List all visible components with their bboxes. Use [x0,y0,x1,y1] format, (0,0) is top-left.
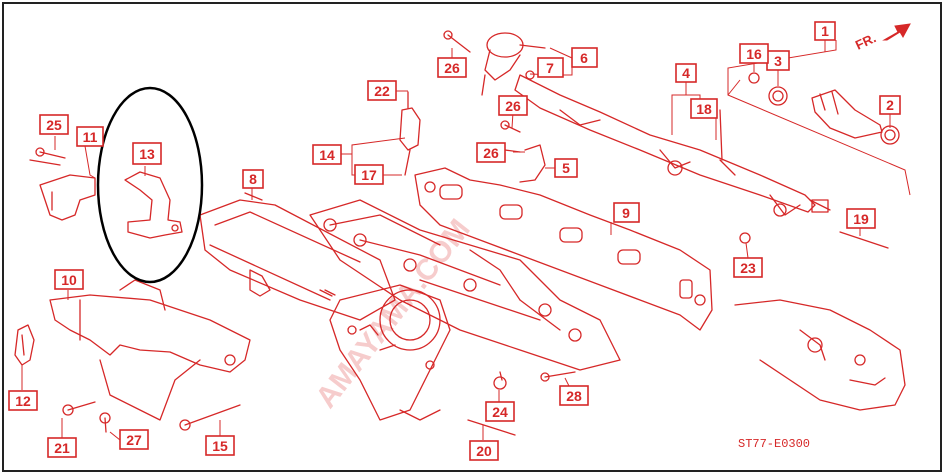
callout-label: 2 [886,97,894,113]
fuel-rail [514,74,831,217]
clip-12 [14,324,35,366]
callout-label: 7 [546,60,554,76]
engine-outline [734,299,906,411]
callout-19[interactable]: 19 [846,208,876,229]
fuel-injector [748,72,900,145]
bracket-13 [124,171,183,239]
intake-manifold [199,199,621,421]
callout-21[interactable]: 21 [47,437,77,458]
callout-label: 1 [821,23,829,39]
arrow-icon [882,23,911,41]
callout-25[interactable]: 25 [39,114,69,135]
callout-9[interactable]: 9 [613,202,640,223]
callout-10[interactable]: 10 [54,269,84,290]
callout-label: 20 [476,443,492,459]
callout-label: 21 [54,440,70,456]
pressure-regulator [481,32,546,96]
callout-24[interactable]: 24 [485,401,515,422]
callout-15[interactable]: 15 [205,435,235,456]
sensor-14 [399,91,421,176]
callout-16[interactable]: 16 [739,43,769,64]
callout-20[interactable]: 20 [469,440,499,461]
diagram-code: ST77-E0300 [738,437,810,451]
highlight-ellipse [96,86,204,284]
callout-label: 5 [562,160,570,176]
callout-label: 4 [682,65,690,81]
callout-11[interactable]: 11 [76,126,104,147]
callout-4[interactable]: 4 [675,63,697,83]
callout-5[interactable]: 5 [554,158,578,178]
callout-22[interactable]: 22 [367,80,397,101]
callout-7[interactable]: 7 [537,57,564,78]
callout-label: 19 [853,211,869,227]
bracket-5 [519,144,546,183]
callout-3[interactable]: 3 [766,50,790,71]
callout-label: 12 [15,393,31,409]
callout-28[interactable]: 28 [559,385,589,406]
callout-label: 28 [566,388,582,404]
bracket-11 [29,159,96,221]
callout-26-bracket-bolt-lower[interactable]: 26 [476,142,506,163]
manifold-gasket [414,167,713,331]
callout-17[interactable]: 17 [354,164,384,185]
callout-label: 8 [249,171,257,187]
callout-label: 26 [483,145,499,161]
callout-2[interactable]: 2 [879,95,901,115]
callout-label: 16 [746,46,762,62]
callout-8[interactable]: 8 [242,169,264,189]
callout-14[interactable]: 14 [312,144,342,165]
callout-label: 27 [126,432,142,448]
callout-label: 6 [580,50,588,66]
callout-26-bracket-bolt-upper[interactable]: 26 [498,95,528,116]
callout-label: 25 [46,117,62,133]
bracket-10 [49,279,251,421]
callout-23[interactable]: 23 [733,257,763,278]
direction-label: FR. [853,30,878,52]
fasteners [35,30,889,436]
callout-6[interactable]: 6 [571,47,598,68]
callout-label: 13 [139,146,155,162]
watermark: AMAYAMA.COM [310,213,477,414]
callout-label: 17 [361,167,377,183]
callout-label: 18 [696,101,712,117]
callout-label: 22 [374,83,390,99]
callout-26-regulator-bolt[interactable]: 26 [437,57,467,78]
callout-label: 10 [61,272,77,288]
callout-label: 11 [83,129,98,145]
callout-label: 24 [492,404,508,420]
callout-label: 9 [622,205,630,221]
callout-label: 26 [444,60,460,76]
callout-27[interactable]: 27 [119,429,149,450]
callout-18[interactable]: 18 [690,98,718,119]
callout-label: 23 [740,260,756,276]
callout-13[interactable]: 13 [132,142,162,165]
front-direction-arrow: FR. [853,23,911,53]
callout-label: 14 [319,147,335,163]
callout-label: 3 [774,53,782,69]
callout-1[interactable]: 1 [814,21,836,41]
callout-12[interactable]: 12 [8,390,38,411]
callout-label: 26 [505,98,521,114]
callout-label: 15 [212,438,228,454]
